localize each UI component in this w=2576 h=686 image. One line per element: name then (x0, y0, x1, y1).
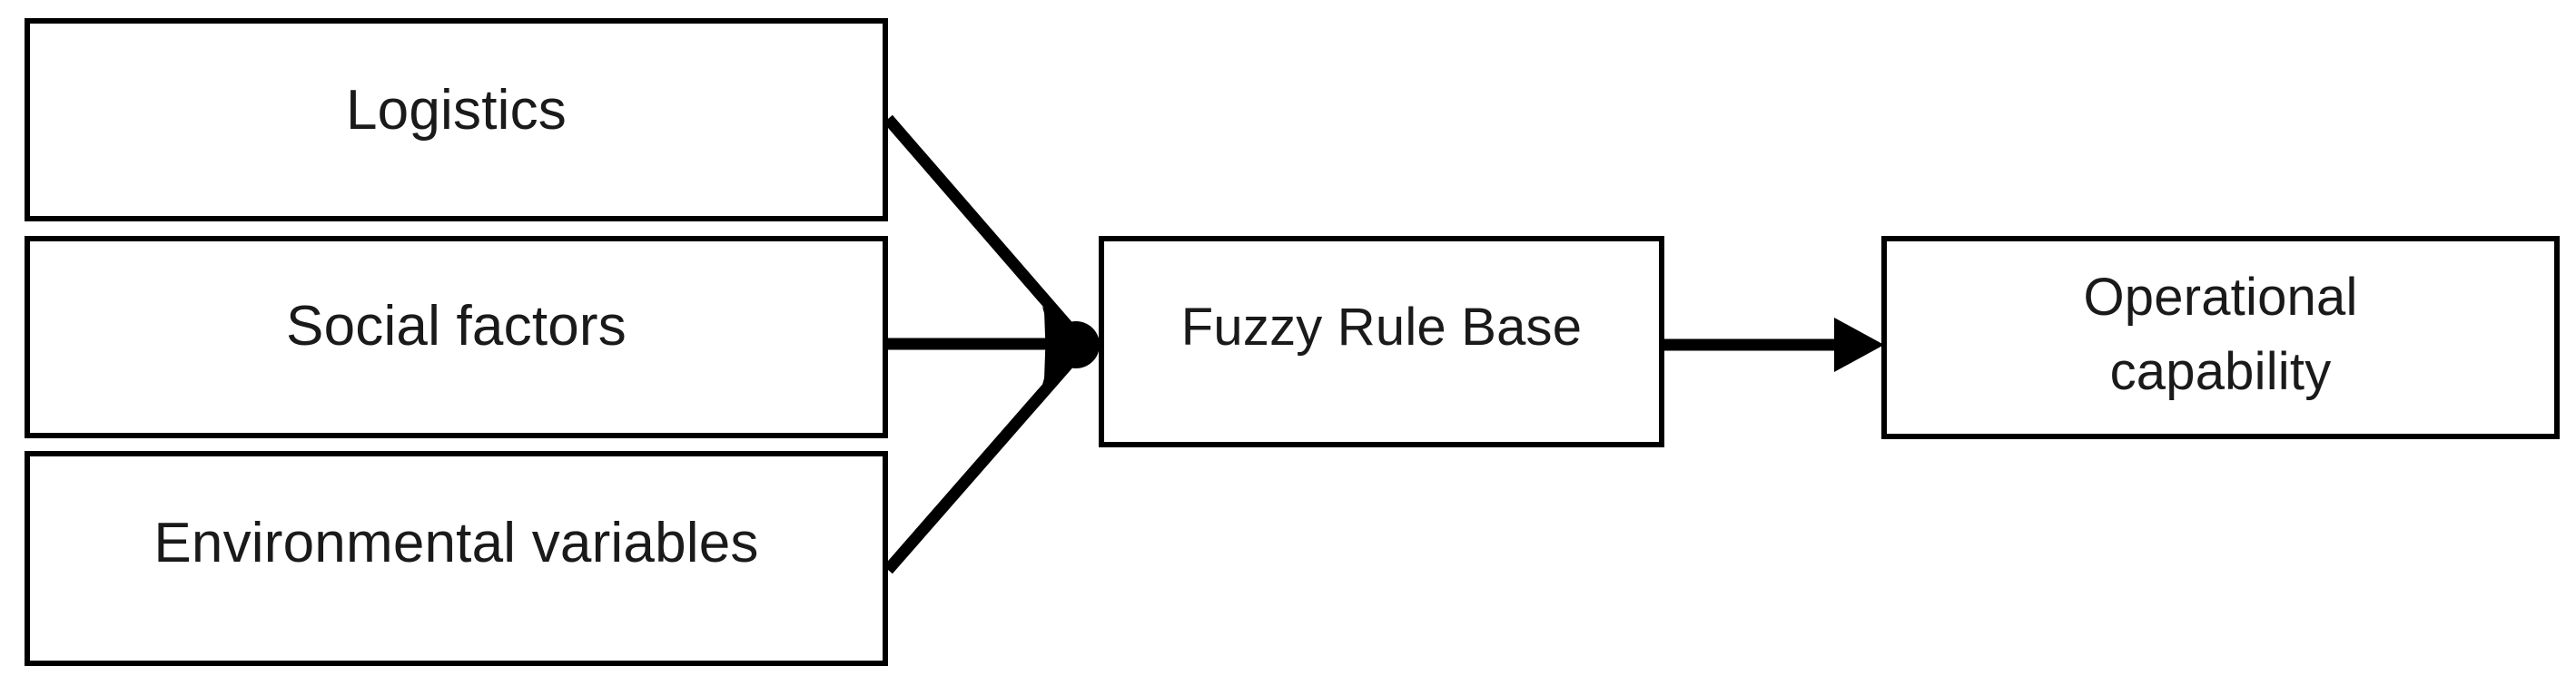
node-logistics[interactable]: Logistics (25, 18, 888, 221)
node-social-factors-label: Social factors (286, 295, 627, 358)
merged-arrowhead-icon (1042, 307, 1102, 385)
node-social-factors[interactable]: Social factors (25, 236, 888, 438)
node-environmental-variables-label: Environmental variables (153, 512, 759, 574)
node-logistics-label: Logistics (345, 79, 568, 142)
node-environmental-variables[interactable]: Environmental variables (25, 451, 888, 666)
connector-fuzzy-to-operational-capability (1664, 318, 1884, 372)
node-fuzzy-rule-base-label: Fuzzy Rule Base (1180, 298, 1583, 357)
connector-social-factors-to-fuzzy (888, 316, 1101, 374)
node-fuzzy-rule-base[interactable]: Fuzzy Rule Base (1099, 236, 1664, 447)
node-operational-capability[interactable]: Operational capability (1881, 236, 2560, 439)
node-operational-capability-label: Operational capability (2083, 267, 2358, 401)
connector-logistics-to-fuzzy (883, 114, 1101, 361)
connector-environmental-variables-to-fuzzy (883, 328, 1101, 574)
